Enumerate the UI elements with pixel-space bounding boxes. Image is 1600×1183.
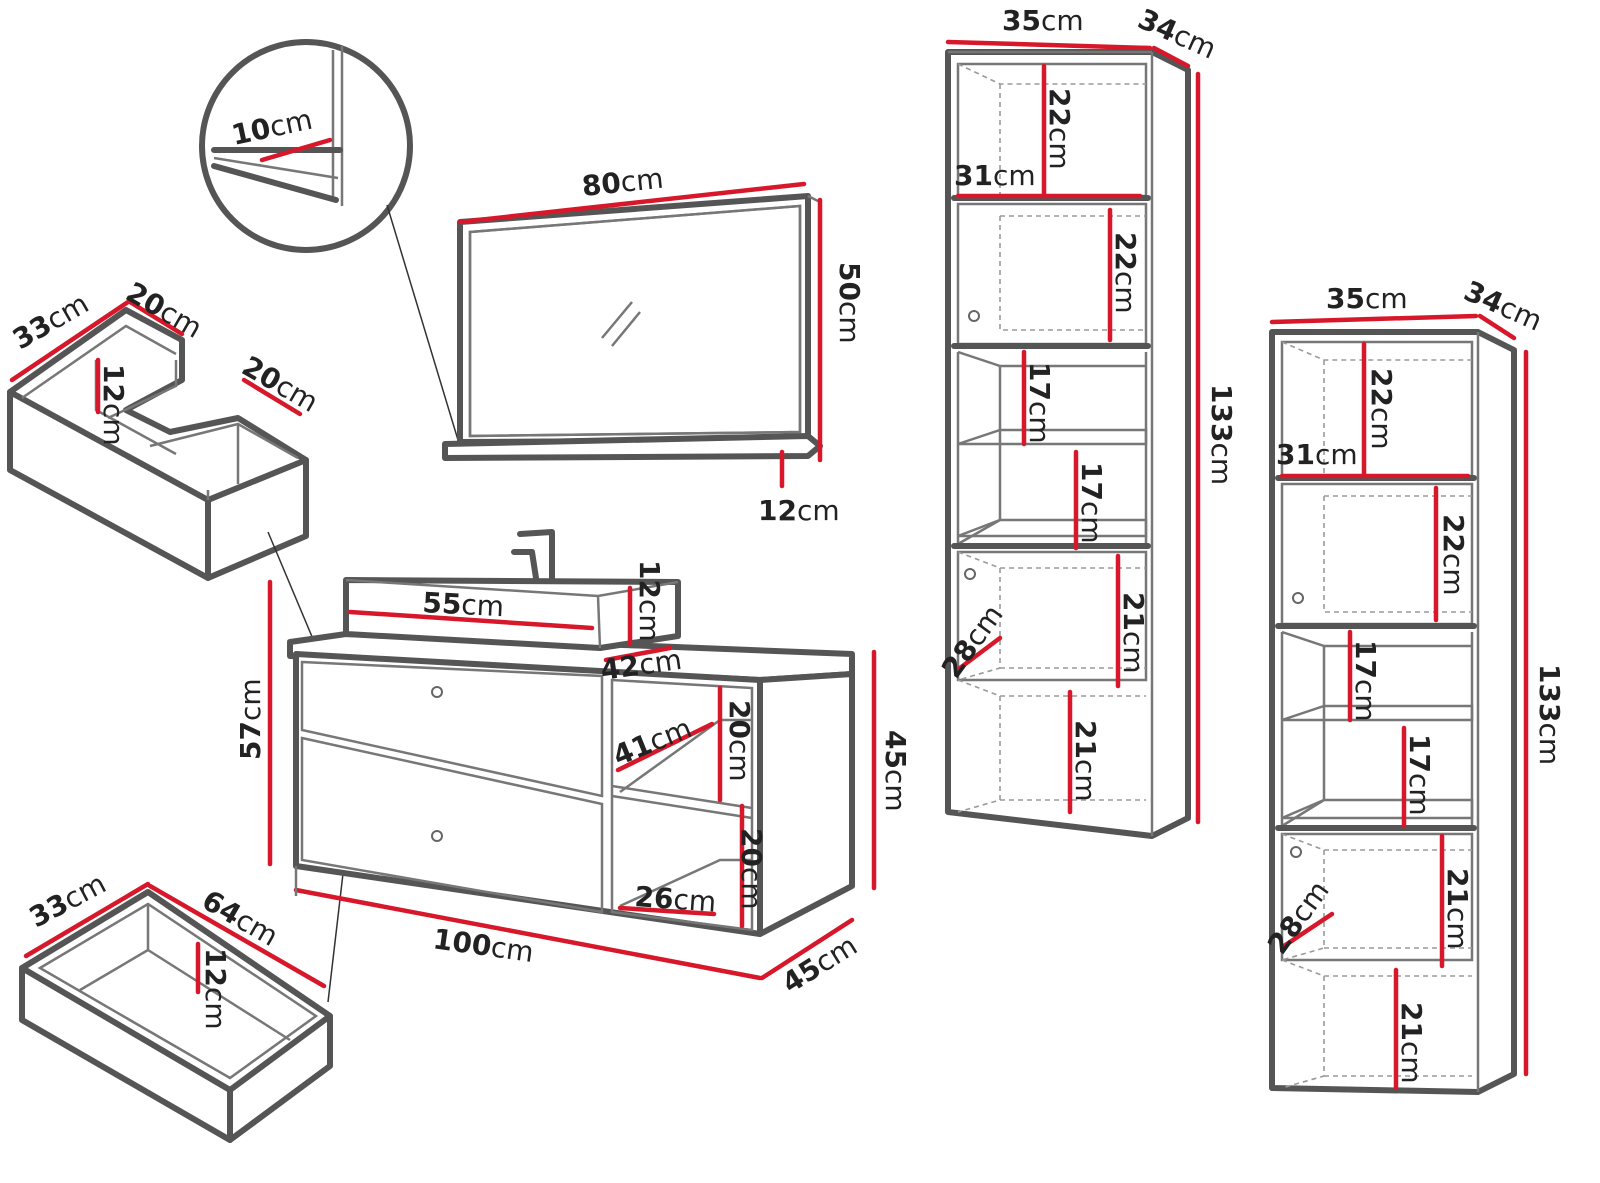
- label-sink-depth: 42cm: [598, 643, 683, 687]
- label-bottom-drawer-height: 12cm: [199, 948, 232, 1030]
- label-right-compartment-2: 22cm: [1437, 514, 1470, 596]
- label-mirror-width: 80cm: [580, 162, 665, 203]
- vanity-cabinet: 57cm 55cm 12cm 42cm 45cm 41cm 20cm 20cm …: [234, 529, 912, 1000]
- label-right-compartment-5: 21cm: [1441, 868, 1474, 950]
- tall-cabinet-right: 35cm 34cm 133cm 22cm 31cm 22cm 17cm 17cm…: [1261, 274, 1566, 1095]
- label-bottom-drawer-width: 64cm: [197, 883, 284, 952]
- label-mirror-height: 50cm: [833, 262, 866, 344]
- label-top-drawer-width: 20cm: [121, 275, 208, 344]
- label-left-compartment-2: 22cm: [1109, 232, 1142, 314]
- mirror-detail-circle: 10cm: [199, 39, 459, 441]
- label-left-top-depth: 31cm: [954, 159, 1036, 192]
- tall-cabinet-left: 35cm 34cm 133cm 22cm 31cm 22cm 17cm 17cm…: [935, 2, 1238, 839]
- label-right-compartment-6: 21cm: [1395, 1002, 1428, 1084]
- label-right-width: 35cm: [1326, 282, 1408, 315]
- label-left-width: 35cm: [1002, 4, 1084, 37]
- label-left-compartment-1: 22cm: [1043, 88, 1076, 170]
- label-vanity-height: 57cm: [234, 678, 267, 760]
- label-top-drawer-depth: 33cm: [7, 287, 94, 356]
- label-left-compartment-6: 21cm: [1069, 720, 1102, 802]
- label-left-compartment-5: 21cm: [1117, 592, 1150, 674]
- label-left-compartment-4: 17cm: [1075, 462, 1108, 544]
- label-left-compartment-3: 17cm: [1023, 362, 1056, 444]
- label-shelf1-height: 20cm: [723, 700, 756, 782]
- label-right-compartment-3: 17cm: [1349, 640, 1382, 722]
- label-top-drawer-height: 12cm: [97, 364, 130, 446]
- label-shelf-width: 26cm: [634, 880, 718, 919]
- label-sink-width: 55cm: [422, 586, 505, 623]
- label-right-top-depth: 31cm: [1276, 438, 1358, 471]
- label-right-depth: 34cm: [1459, 274, 1547, 337]
- label-right-compartment-4: 17cm: [1403, 734, 1436, 816]
- label-mirror-shelf-depth: 12cm: [758, 494, 840, 527]
- mirror: 80cm 50cm 12cm: [442, 162, 866, 527]
- label-left-height: 133cm: [1205, 384, 1238, 485]
- top-drawer: 33cm 20cm 12cm 20cm: [7, 275, 343, 709]
- label-cabinet-height: 45cm: [879, 730, 912, 812]
- label-right-compartment-1: 22cm: [1365, 368, 1398, 450]
- label-right-height: 133cm: [1533, 664, 1566, 765]
- label-vanity-width: 100cm: [431, 922, 536, 969]
- label-shelf2-height: 20cm: [735, 828, 768, 910]
- label-top-drawer-right-width: 20cm: [237, 349, 324, 418]
- label-sink-height: 12cm: [633, 560, 666, 642]
